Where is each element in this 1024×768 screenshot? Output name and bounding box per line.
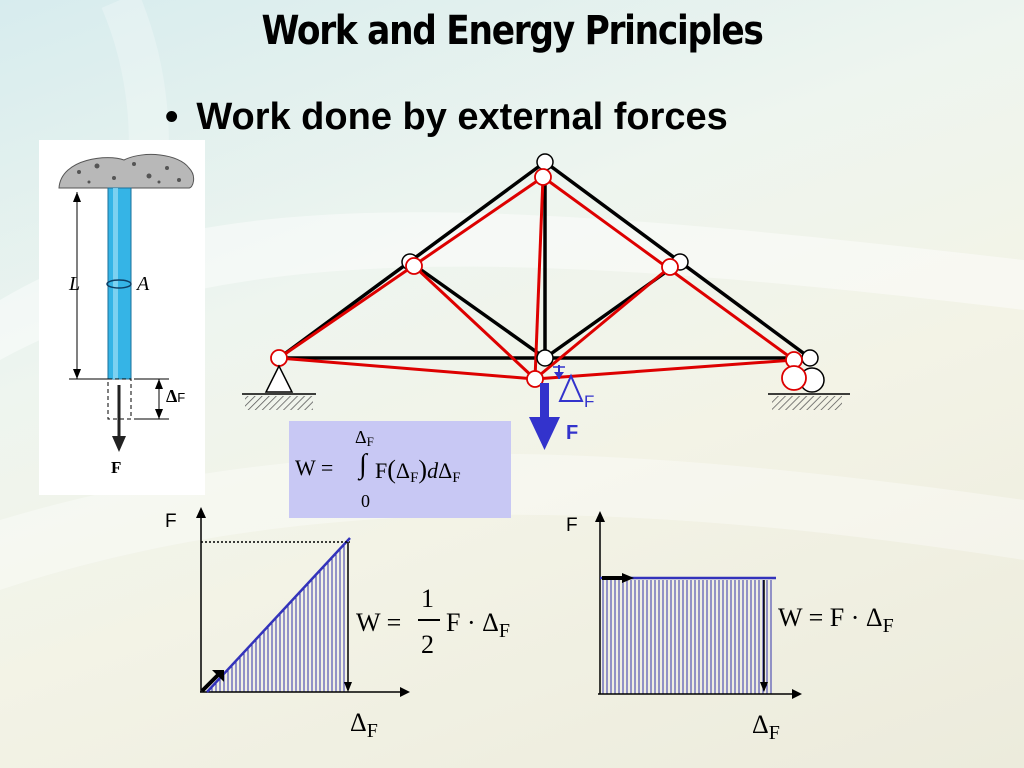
graph1-x-label: ΔF bbox=[350, 708, 378, 742]
truss-delta-sub: F bbox=[584, 392, 595, 411]
load-arrow bbox=[200, 673, 220, 693]
cross-section-marker bbox=[106, 279, 132, 289]
axial-rod-figure: L A ΔF F bbox=[39, 140, 205, 495]
pin-support bbox=[242, 364, 316, 410]
fraction-denominator: 2 bbox=[421, 630, 434, 659]
graph1-formula-rest: F · ΔF bbox=[446, 608, 510, 642]
graph2-formula: W = F · ΔF bbox=[778, 603, 894, 637]
applied-force-arrow bbox=[540, 383, 549, 419]
upper-limit: ΔF bbox=[355, 427, 374, 449]
formula-lhs: W = bbox=[295, 455, 334, 480]
rod-delta-label: ΔF bbox=[166, 386, 186, 406]
graph1-formula-lhs: W = bbox=[356, 608, 402, 637]
bullet-marker: • bbox=[165, 96, 179, 138]
truss-force-label: F bbox=[566, 422, 579, 444]
rod-force-label: F bbox=[111, 458, 122, 477]
bullet-point: • Work done by external forces bbox=[165, 96, 728, 139]
roller-support bbox=[768, 365, 850, 410]
deformed-joints bbox=[270, 168, 803, 388]
original-truss bbox=[277, 160, 812, 360]
fraction-numerator: 1 bbox=[421, 584, 434, 613]
graph1-y-label: F bbox=[165, 511, 177, 532]
rod-extension bbox=[107, 378, 132, 420]
length-label: L bbox=[69, 273, 81, 295]
deformed-truss bbox=[278, 175, 795, 381]
ceiling-support bbox=[58, 154, 195, 189]
axial-rod-diagram bbox=[58, 154, 195, 452]
original-joints bbox=[401, 153, 819, 367]
integrand: F(ΔF)dΔF bbox=[375, 455, 461, 486]
graph2-x-label: ΔF bbox=[752, 710, 780, 744]
constant-force-graph bbox=[595, 511, 802, 699]
force-line bbox=[206, 537, 351, 693]
linear-force-graph bbox=[196, 507, 410, 697]
truss-delta-symbol bbox=[558, 373, 584, 402]
bullet-text: Work done by external forces bbox=[196, 96, 728, 138]
work-integral-formula: ΔF W = ∫ F(ΔF)dΔF 0 bbox=[289, 421, 511, 518]
area-label: A bbox=[137, 273, 150, 295]
integral-sign: ∫ bbox=[359, 449, 367, 480]
lower-limit: 0 bbox=[361, 491, 370, 511]
fraction-bar bbox=[418, 619, 440, 621]
slide-title: Work and Energy Principles bbox=[261, 8, 763, 54]
graph2-y-label: F bbox=[566, 515, 578, 536]
